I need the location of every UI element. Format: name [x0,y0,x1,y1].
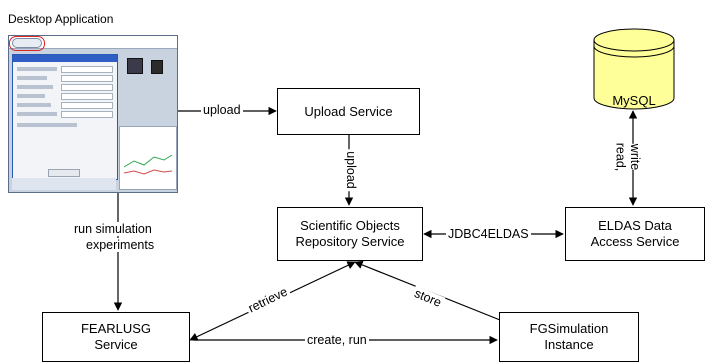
mysql-label: MySQL [612,93,656,108]
desktop-application-caption: Desktop Application [8,12,114,26]
jdbc4eldas-label: JDBC4ELDAS [446,227,531,241]
screenshot-field [61,111,113,118]
create-run-label: create, run [305,333,369,347]
mysql-database-node [593,28,675,110]
screenshot-row [17,67,57,71]
screenshot-app-icon [151,60,163,74]
screenshot-field [61,102,113,109]
fearlusg-service-node: FEARLUSG Service [42,312,190,362]
fgsimulation-instance-label-line1: FGSimulation [529,321,609,336]
desktop-app-screenshot [8,35,178,193]
screenshot-app-icon [127,58,143,74]
upload-vertical-label: upload [343,149,358,191]
read-label: read, [613,142,628,172]
mysql-cylinder-body [593,40,675,110]
write-label: write [628,143,643,171]
repository-service-node: Scientific Objects Repository Service [277,207,423,261]
fgsimulation-instance-node: FGSimulation Instance [499,312,639,362]
screenshot-toolbar [9,36,177,51]
screenshot-row [17,112,57,116]
eldas-service-label-line2: Access Service [590,234,680,249]
screenshot-dialog-titlebar [13,55,117,62]
highlight-ring [9,36,45,51]
screenshot-dialog [12,54,118,180]
screenshot-row [17,85,53,89]
screenshot-plot-panel [119,126,177,190]
run-simulation-label-line2: experiments [84,238,157,252]
screenshot-row [17,76,47,80]
screenshot-row [17,94,45,98]
repository-service-label-line2: Repository Service [295,234,405,249]
screenshot-plot [123,154,173,175]
fearlusg-service-label-line1: FEARLUSG [80,321,152,336]
screenshot-status-strip [12,178,116,190]
screenshot-ok-button [48,169,80,177]
fearlusg-service-label-line2: Service [94,337,138,352]
upload-service-node: Upload Service [277,88,420,135]
upload-service-label: Upload Service [304,103,393,119]
screenshot-toolbar-button [12,38,42,48]
mysql-cylinder-ring [593,45,675,58]
upload-horizontal-label: upload [201,103,243,117]
screenshot-field [61,66,113,73]
eldas-service-label-line1: ELDAS Data [598,218,672,233]
screenshot-row [17,103,51,107]
mysql-cylinder-top [593,28,675,52]
screenshot-field [61,93,113,100]
screenshot-row [17,123,77,127]
fgsimulation-instance-label-line2: Instance [544,337,594,352]
screenshot-field [61,75,113,82]
screenshot-field [61,84,113,91]
repository-service-label-line1: Scientific Objects [300,218,400,233]
eldas-service-node: ELDAS Data Access Service [565,207,705,261]
run-simulation-label-line1: run simulation [72,222,154,236]
